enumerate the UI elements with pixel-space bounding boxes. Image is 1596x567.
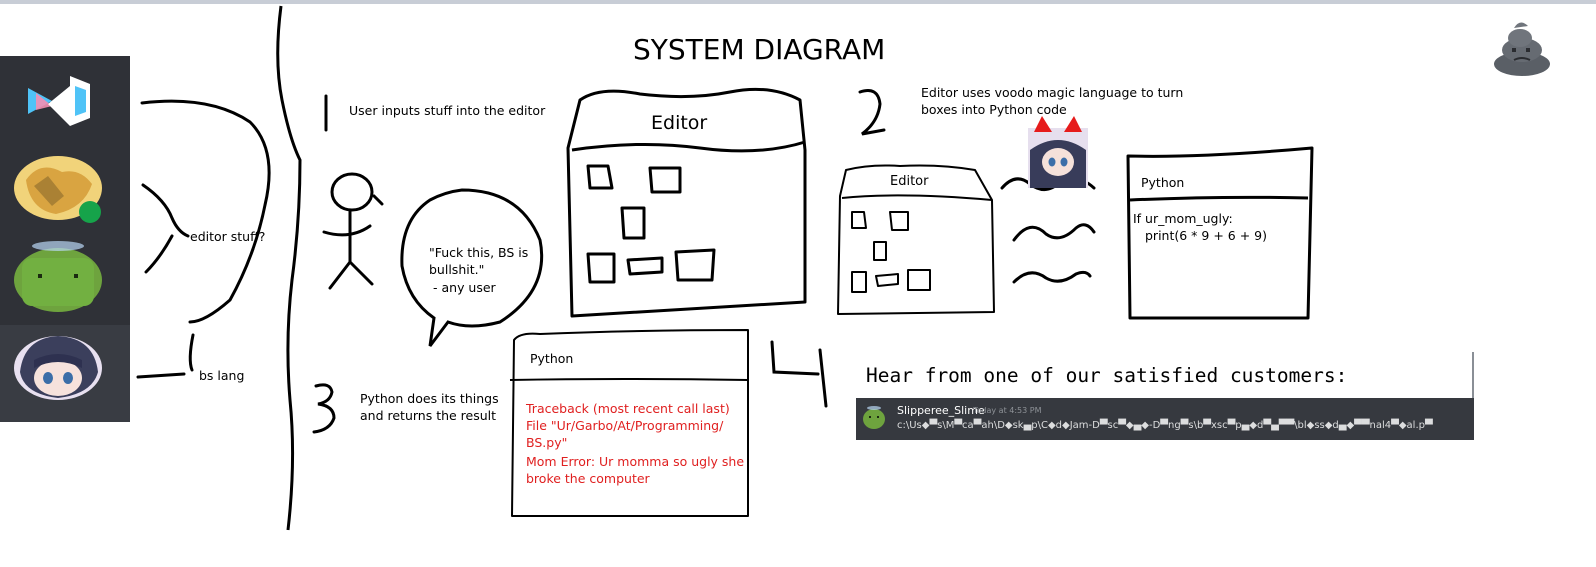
editor-small-label: Editor: [890, 174, 929, 189]
error-line1: Traceback (most recent call last): [526, 401, 730, 416]
testimonial-edge: [1472, 352, 1474, 400]
speech-bubble: [400, 188, 544, 347]
editor-big-window: [566, 87, 807, 318]
discord-username[interactable]: Slipperee_Slime: [897, 404, 985, 417]
error-line5: broke the computer: [526, 471, 650, 486]
python-right-code-line2: print(6 * 9 + 6 + 9): [1145, 228, 1267, 243]
python-right-label: Python: [1141, 175, 1185, 190]
error-line4: Mom Error: Ur momma so ugly she: [526, 454, 745, 469]
doge-avatar-icon[interactable]: [14, 156, 102, 223]
python-bottom-window: [509, 329, 749, 517]
python-bottom-label: Python: [530, 351, 574, 366]
discord-message: Slipperee_Slime Today at 4:53 PM c:\Us◆▀…: [856, 398, 1474, 440]
python-right-code-line1: If ur_mom_ugly:: [1133, 211, 1233, 226]
note-bs-lang: bs lang: [199, 368, 245, 383]
vscode-icon[interactable]: [28, 76, 90, 126]
editor-big-label: Editor: [651, 112, 708, 134]
python-right-window: [1126, 146, 1314, 320]
page-title: SYSTEM DIAGRAM: [633, 33, 886, 66]
speech-line3: - any user: [433, 280, 496, 295]
step-1-text: User inputs stuff into the editor: [349, 103, 546, 118]
poop-icon: [1494, 22, 1550, 76]
note-editor-stuff: editor stuff?: [190, 229, 266, 244]
voodoo-squiggles: [1000, 176, 1096, 284]
step-3-text-line2: and returns the result: [360, 408, 497, 423]
anime-girl-bow-icon: [1028, 116, 1088, 188]
step-number-glyphs: [312, 89, 886, 434]
top-border: [0, 0, 1596, 4]
speech-line2: bullshit.": [429, 262, 485, 277]
discord-message-text: c:\Us◆▀s\M▀ca▀ah\D◆sk▄p\C◆d◆Jam-D▀sc▀◆▄◆…: [897, 420, 1433, 431]
error-line2: File "Ur/Garbo/At/Programming/: [526, 418, 724, 433]
error-line3: BS.py": [526, 435, 568, 450]
step-2-text-line1: Editor uses voodo magic language to turn: [921, 85, 1184, 100]
section-divider: [276, 5, 302, 531]
anime-girl-avatar-icon[interactable]: [14, 336, 102, 400]
speech-line1: "Fuck this, BS is: [429, 245, 529, 260]
editor-small-window: [837, 164, 995, 315]
testimonial-heading: Hear from one of our satisfied customers…: [866, 364, 1348, 387]
green-blob-avatar-icon[interactable]: [14, 241, 102, 312]
step-3-text-line1: Python does its things: [360, 391, 499, 406]
stick-figure-user: [322, 172, 384, 290]
sidebar-bracket-lines: [136, 99, 271, 379]
step-2-text-line2: boxes into Python code: [921, 102, 1067, 117]
result-connector: [770, 340, 828, 408]
slime-avatar-icon: [863, 406, 885, 429]
discord-timestamp: Today at 4:53 PM: [973, 406, 1042, 415]
